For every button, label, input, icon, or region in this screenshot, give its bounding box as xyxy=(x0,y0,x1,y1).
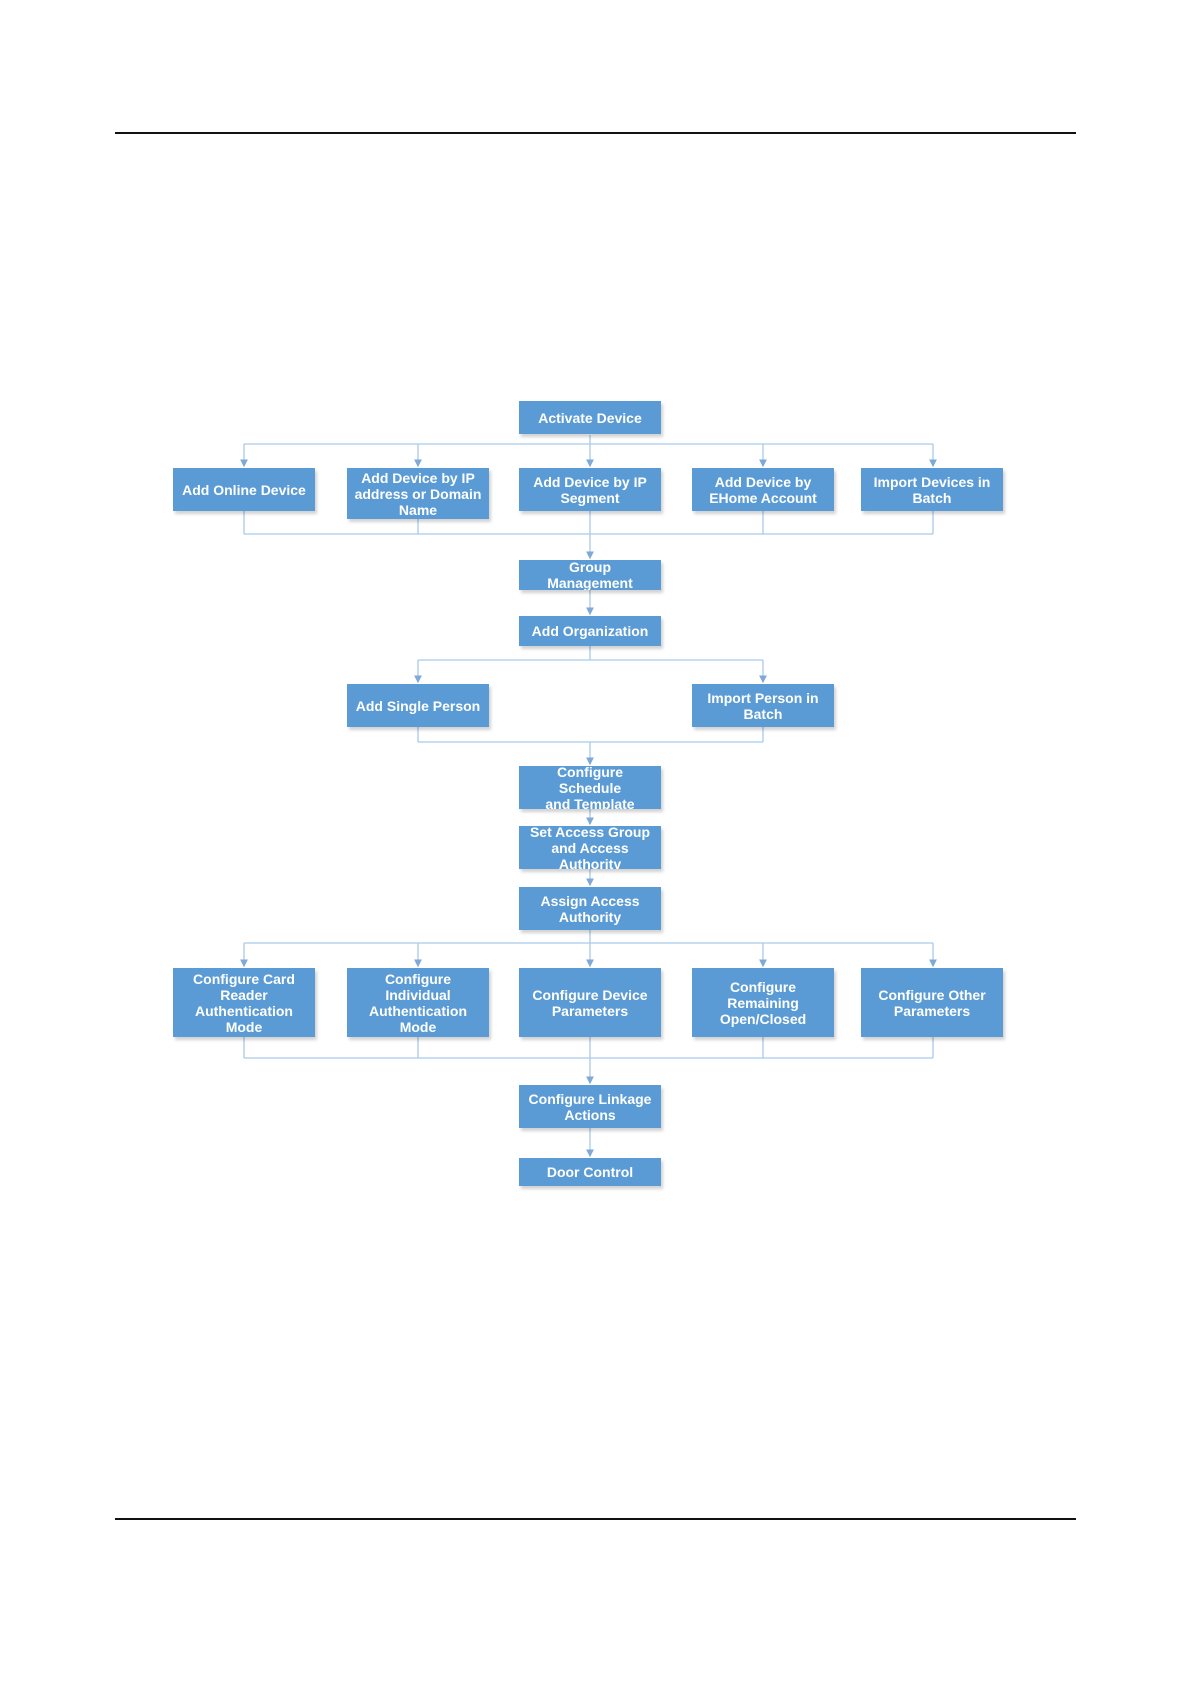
activate-device-node: Activate Device xyxy=(519,401,661,434)
add-online-device-node: Add Online Device xyxy=(173,468,315,511)
header-rule xyxy=(115,132,1076,134)
configure-other-params-node: Configure Other Parameters xyxy=(861,968,1003,1037)
add-single-person-node: Add Single Person xyxy=(347,684,489,727)
add-device-ehome-node: Add Device by EHome Account xyxy=(692,468,834,511)
configure-remaining-node: Configure Remaining Open/Closed xyxy=(692,968,834,1037)
configure-schedule-node: Configure Schedule and Template xyxy=(519,766,661,809)
add-device-ip-domain-node: Add Device by IP address or Domain Name xyxy=(347,468,489,519)
assign-access-node: Assign Access Authority xyxy=(519,887,661,930)
configure-linkage-node: Configure Linkage Actions xyxy=(519,1085,661,1128)
set-access-group-node: Set Access Group and Access Authority xyxy=(519,826,661,869)
add-device-ip-segment-node: Add Device by IP Segment xyxy=(519,468,661,511)
add-organization-node: Add Organization xyxy=(519,616,661,646)
group-management-node: Group Management xyxy=(519,560,661,590)
configure-card-reader-node: Configure Card Reader Authentication Mod… xyxy=(173,968,315,1037)
door-control-node: Door Control xyxy=(519,1158,661,1186)
configure-individual-node: Configure Individual Authentication Mode xyxy=(347,968,489,1037)
import-person-batch-node: Import Person in Batch xyxy=(692,684,834,727)
footer-rule xyxy=(115,1518,1076,1520)
configure-device-params-node: Configure Device Parameters xyxy=(519,968,661,1037)
import-devices-batch-node: Import Devices in Batch xyxy=(861,468,1003,511)
